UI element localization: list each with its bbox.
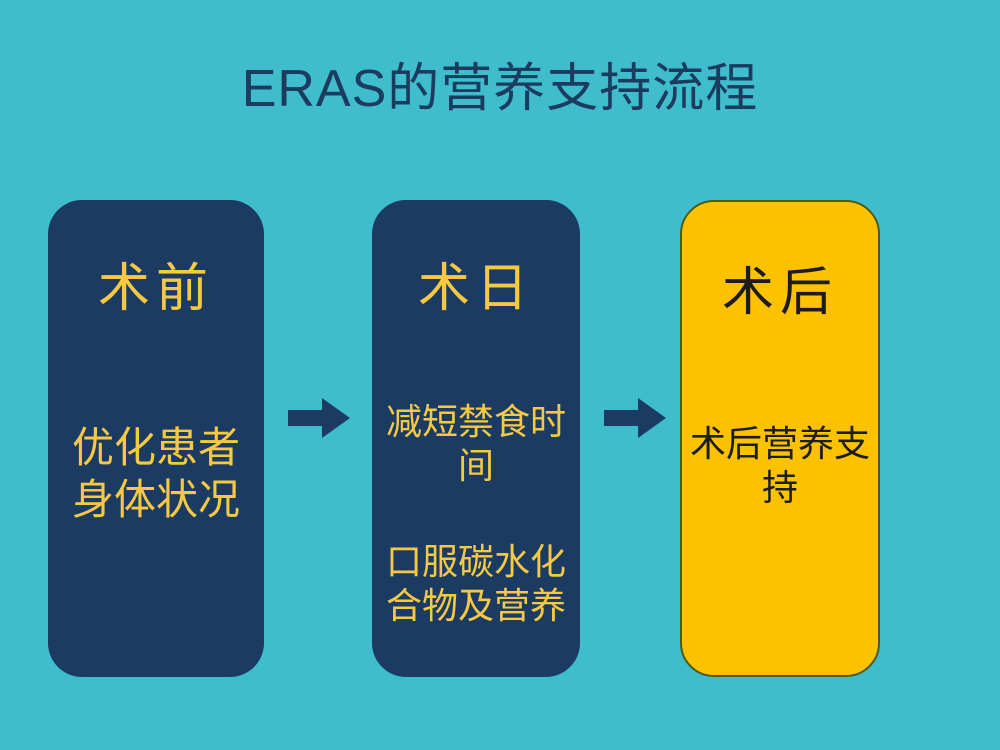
arrow-right-icon (604, 396, 666, 440)
flow-card-opday-heading: 术日 (417, 260, 534, 318)
page-title: ERAS的营养支持流程 (241, 60, 759, 118)
flow-card-opday-body-line-1: 减短禁食时间 (385, 401, 566, 486)
flow-card-preop-heading: 术前 (97, 260, 214, 318)
flow-card-preop-body: 优化患者身体状况 (71, 424, 240, 523)
flow-card-postop: 术后 术后营养支持 (680, 200, 880, 677)
flow-card-opday: 术日 减短禁食时间 口服碳水化合物及营养 (372, 200, 580, 677)
flow-card-opday-body-line-2: 口服碳水化合物及营养 (385, 541, 566, 626)
flow-card-postop-heading: 术后 (721, 264, 838, 322)
arrow-right-icon (288, 396, 350, 440)
flow-card-postop-body: 术后营养支持 (689, 423, 870, 508)
flow-card-preop: 术前 优化患者身体状况 (48, 200, 264, 677)
